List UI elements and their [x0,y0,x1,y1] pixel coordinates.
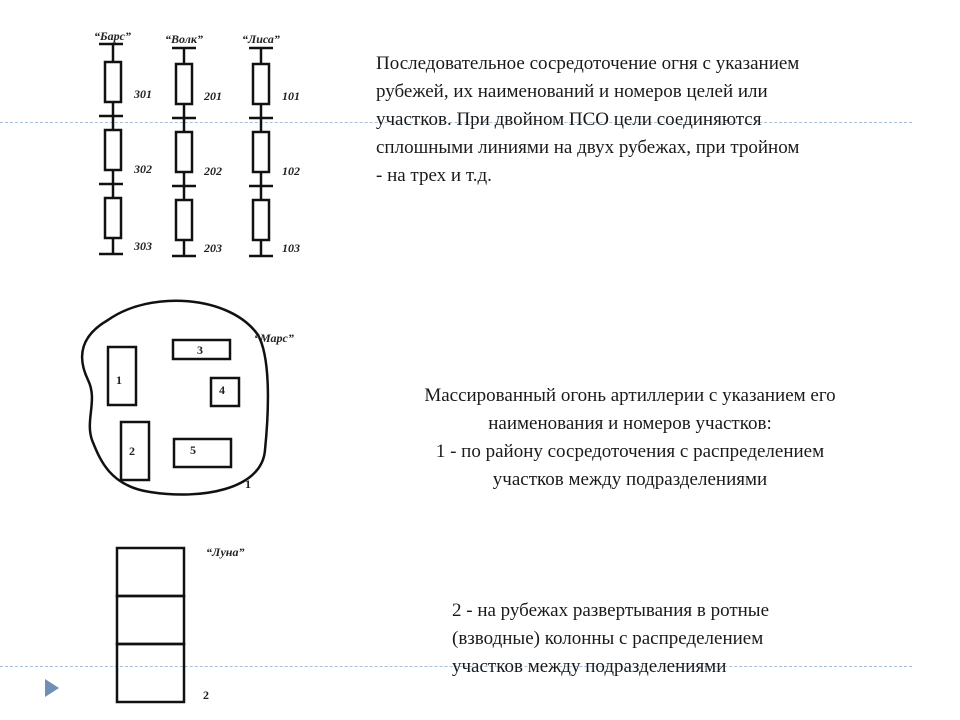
target-number: 102 [282,164,300,178]
column-name-luna: “Луна” [206,545,245,559]
concentration-area-outline [80,299,270,496]
column-fire-diagram [115,546,186,704]
target-number: 201 [204,89,222,103]
pso-description: Последовательное сосредоточение огня с у… [376,53,800,186]
area-name-mars: “Марс” [254,331,294,345]
nav-triangle-icon[interactable] [45,679,59,697]
pso-column-lisa [249,46,273,258]
section-5-label: 5 [190,443,196,457]
section-4-box [209,376,241,408]
target-number: 303 [134,239,152,253]
pso-column-bars [99,42,123,256]
column-name-bars: “Барс” [94,29,131,43]
target-number: 301 [134,87,152,101]
section-3-label: 3 [197,343,203,357]
section-1-label: 1 [116,373,122,387]
massive-fire-description: Массированный огонь артиллерии с указани… [424,385,836,490]
section-1-box [106,345,138,407]
massive-fire-diagram [80,299,270,496]
target-number: 202 [204,164,222,178]
figure-number-2: 2 [203,688,209,702]
column-name-lisa: “Лиса” [242,32,280,46]
section-5-box [172,437,233,469]
column-name-volk: “Волк” [165,32,203,46]
target-number: 302 [134,162,152,176]
section-3-box [171,338,232,361]
divider-line-top [0,122,912,123]
pso-column-volk [172,46,196,258]
target-number: 203 [204,241,222,255]
section-4-label: 4 [219,383,225,397]
section-2-box [119,420,151,482]
divider-line-bottom [0,666,912,667]
target-number: 103 [282,241,300,255]
figure-number-1: 1 [245,477,251,491]
column-fire-description: 2 - на рубежах развертывания в ротные (в… [452,600,770,677]
target-number: 101 [282,89,300,103]
section-2-label: 2 [129,444,135,458]
